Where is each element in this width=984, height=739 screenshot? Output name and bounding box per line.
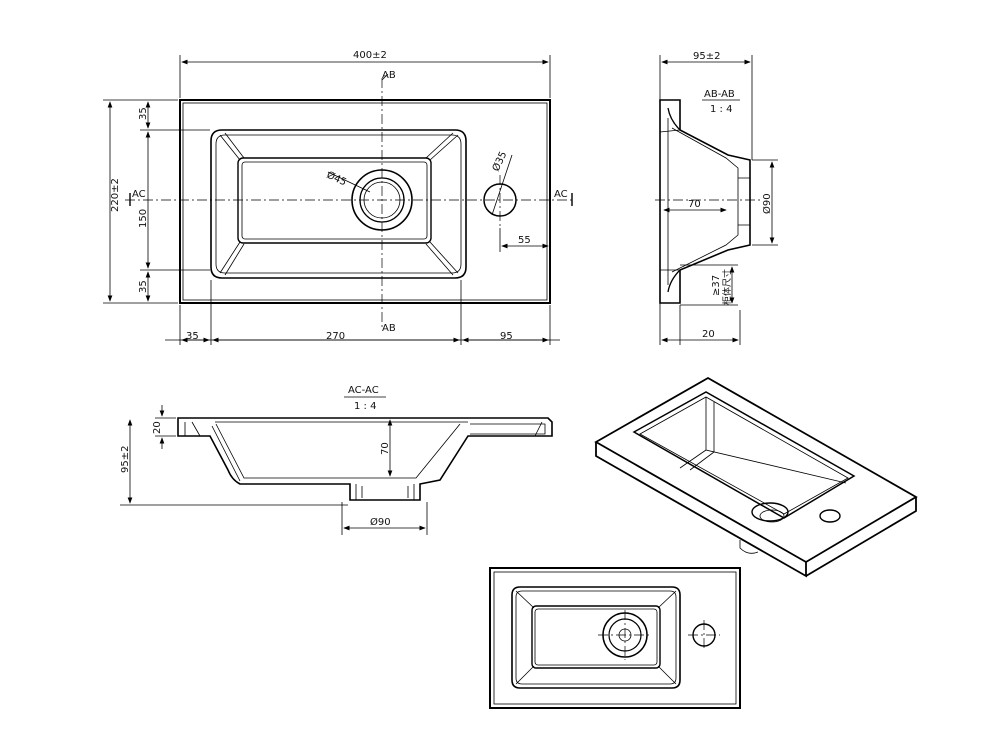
dim-bowl-width: 270 (326, 331, 345, 342)
dim-front-drain: Ø90 (370, 516, 391, 528)
dim-margin-top: 35 (138, 107, 149, 120)
dim-margin-bottom: 35 (138, 280, 149, 293)
dim-front-height: 95±2 (120, 446, 131, 473)
side-section-view: 95±2 AB-AB 1 : 4 70 Ø90 ≥37 柜体尺寸 20 (655, 51, 778, 345)
dim-tap-offset: 55 (518, 235, 531, 246)
dim-side-width: 95±2 (693, 51, 720, 62)
section-ac-left-label: AC (132, 189, 146, 200)
section-ab-title: AB-AB (704, 89, 735, 100)
top-view (489, 567, 741, 709)
dim-bowl-depth: 150 (138, 209, 149, 228)
front-section-view: AC-AC 1 : 4 20 95±2 70 Ø90 (120, 385, 553, 535)
dim-margin-right: 95 (500, 331, 513, 342)
dim-total-depth: 220±2 (110, 178, 121, 212)
dim-side-bottom: 20 (702, 329, 715, 340)
dim-front-bowl-depth: 70 (380, 442, 391, 455)
dim-side-rim-note: 柜体尺寸 (721, 269, 733, 305)
dim-margin-left: 35 (186, 331, 199, 342)
dim-front-rim: 20 (152, 421, 163, 434)
isometric-view (594, 376, 918, 578)
section-ac-scale: 1 : 4 (354, 401, 376, 412)
section-ac-right-label: AC (554, 189, 568, 200)
dim-drain-diameter: Ø45 (325, 169, 349, 189)
section-ab-bottom-label: AB (382, 323, 396, 334)
section-ab-scale: 1 : 4 (710, 104, 732, 115)
dim-side-bowl-depth: 70 (688, 199, 701, 210)
dim-tap-diameter: Ø35 (490, 150, 510, 174)
dim-side-rim: ≥37 (711, 275, 722, 296)
section-ac-title: AC-AC (348, 385, 379, 396)
section-ab-top-label: AB (382, 70, 396, 81)
dim-total-width: 400±2 (353, 50, 387, 61)
plan-view: AB AB AC AC 400±2 220±2 35 150 35 35 (103, 50, 573, 345)
dim-side-drain: Ø90 (761, 193, 773, 214)
